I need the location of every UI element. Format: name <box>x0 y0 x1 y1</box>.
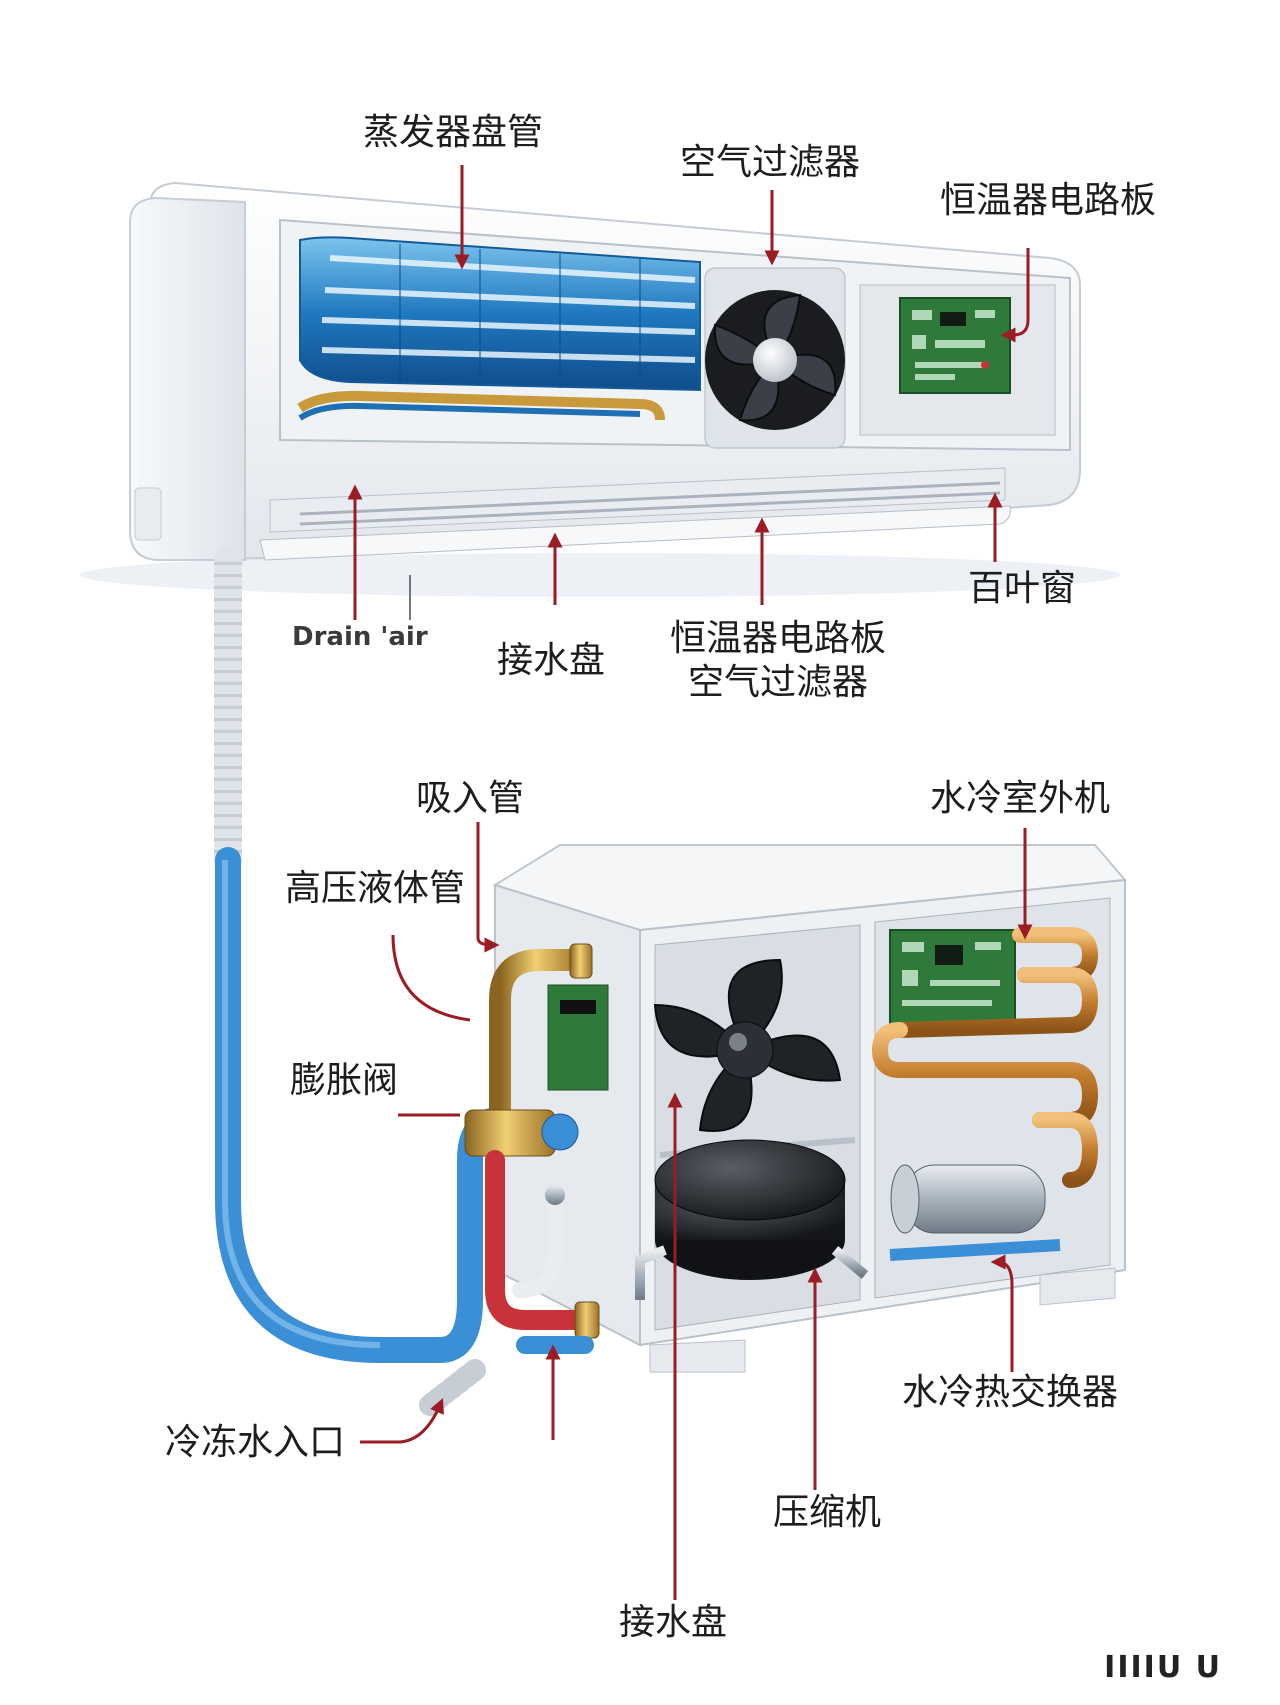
side-piping-art <box>419 931 609 1416</box>
label-suction-pipe: 吸入管 <box>416 778 525 819</box>
label-drip-tray-bottom: 接水盘 <box>619 1602 728 1643</box>
label-drain: Drain 'air <box>292 622 428 652</box>
indoor-fan-art <box>704 267 846 449</box>
outdoor-unit <box>492 844 1128 1373</box>
outdoor-pcb-art <box>889 929 1016 1026</box>
label-thermostat-board-top: 恒温器电路板 <box>940 180 1157 221</box>
watermark: IIIIU U <box>1104 1650 1222 1685</box>
label-expansion-valve: 膨胀阀 <box>290 1060 399 1101</box>
outdoor-fan-art <box>653 958 842 1132</box>
label-air-filter-bottom: 空气过滤器 <box>687 662 868 703</box>
label-high-pressure-liquid-pipe: 高压液体管 <box>285 868 466 909</box>
compressor-art <box>635 1139 869 1300</box>
label-compressor: 压缩机 <box>773 1492 882 1533</box>
label-water-cooled-heat-exchanger: 水冷热交换器 <box>902 1372 1119 1413</box>
label-air-filter-top: 空气过滤器 <box>680 142 861 183</box>
evaporator-coil-art <box>297 236 701 421</box>
label-louver: 百叶窗 <box>968 568 1077 609</box>
label-drip-tray-top: 接水盘 <box>497 640 606 681</box>
label-thermostat-board-bottom: 恒温器电路板 <box>669 618 886 659</box>
drain-hose-art <box>214 548 543 1363</box>
indoor-unit <box>80 181 1120 597</box>
heat-exchanger-art <box>889 1164 1061 1261</box>
pointer-lines <box>347 165 1033 1600</box>
label-water-cooled-outdoor-unit: 水冷室外机 <box>930 778 1111 819</box>
label-chilled-water-inlet: 冷冻水入口 <box>165 1422 346 1463</box>
indoor-pcb-art <box>859 284 1056 436</box>
label-evaporator-coil: 蒸发器盘管 <box>363 112 544 153</box>
